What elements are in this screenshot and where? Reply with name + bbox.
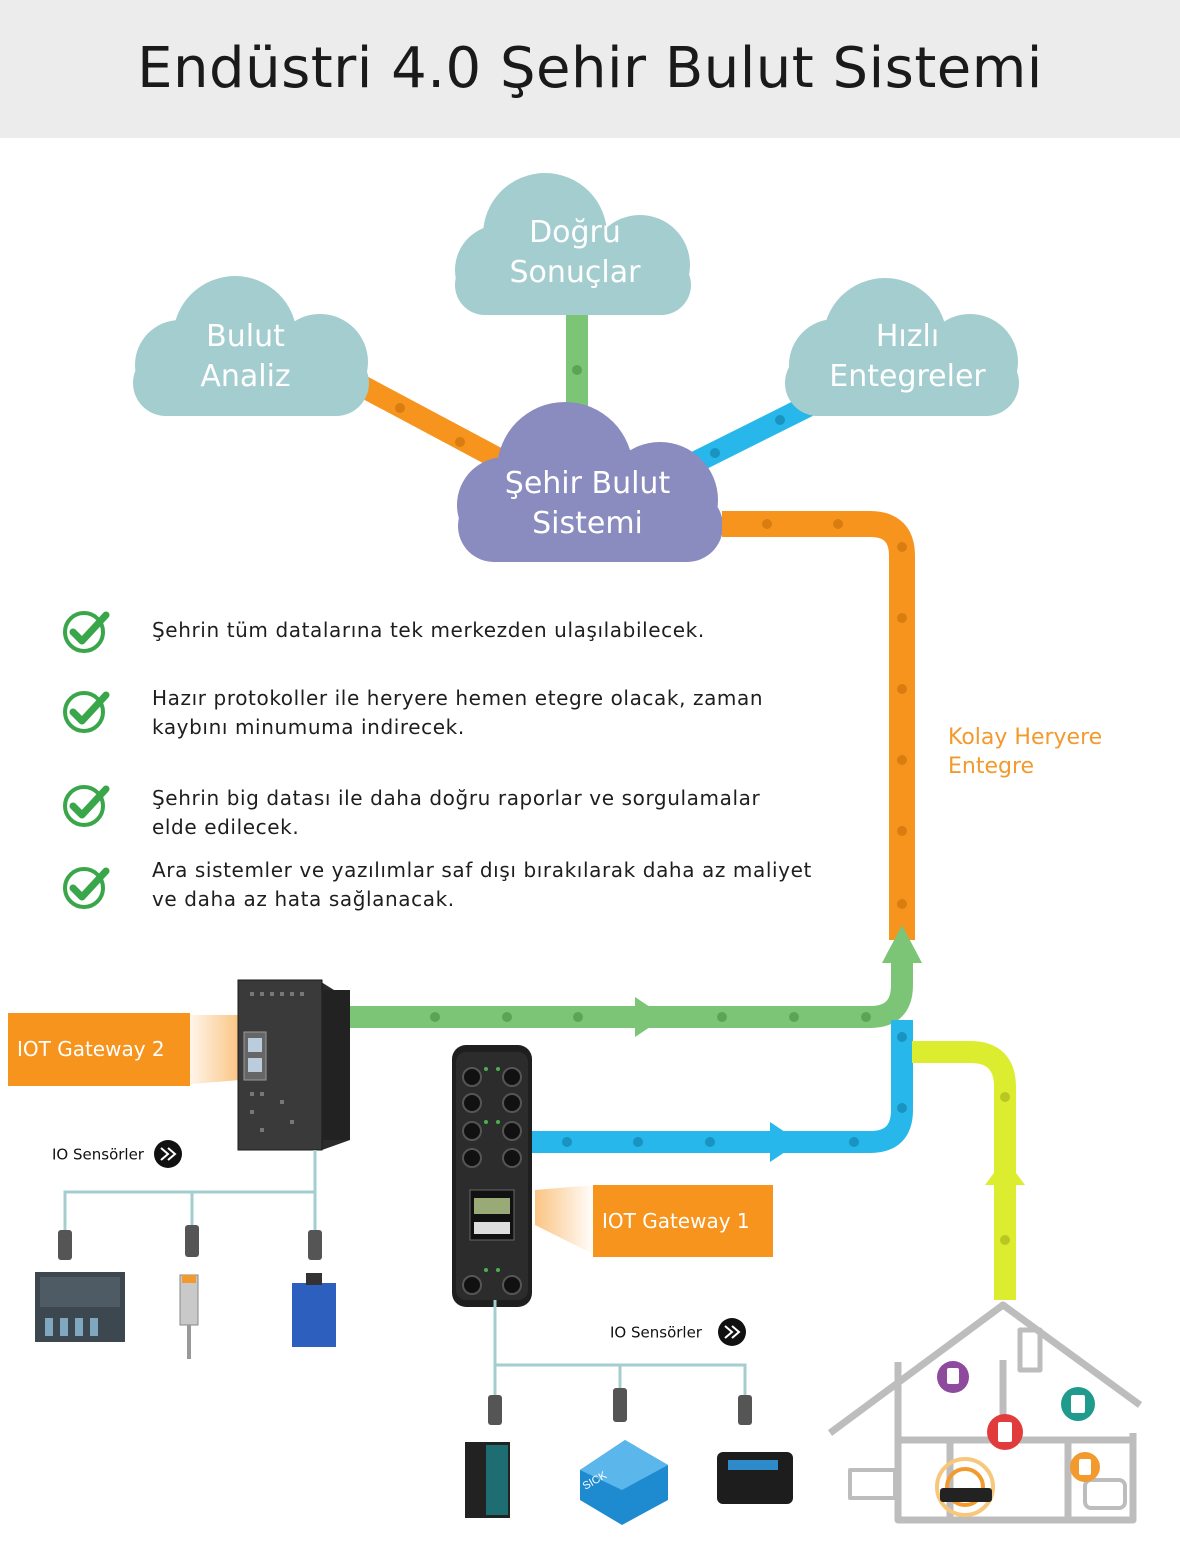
- cloud-analysis-line1: Bulut: [206, 319, 285, 354]
- cloud-analysis-line2: Analiz: [200, 359, 291, 394]
- left-sensor-connectors: [58, 1225, 322, 1260]
- bottom-sensor-wiring: [493, 1300, 747, 1395]
- barcode-reader-device: [465, 1442, 510, 1518]
- gateway-1-label: IOT Gateway 1: [602, 1209, 750, 1233]
- home-device-icons: [935, 1361, 1100, 1517]
- io-sensors-bottom-text: IO Sensörler: [610, 1323, 702, 1342]
- check-icon: [63, 867, 110, 909]
- cloud-fast-integrations: [785, 278, 1019, 416]
- cloud-correct-results-line2: Sonuçlar: [509, 255, 641, 290]
- blue-arrow: [770, 1122, 800, 1162]
- gateway-1-tag: [593, 1185, 773, 1257]
- check-icon: [63, 785, 110, 827]
- integration-label-line1: Kolay Heryere: [948, 725, 1103, 750]
- benefit-text: Şehrin tüm datalarına tek merkezden ulaş…: [152, 618, 705, 642]
- cloud-correct-results-label: Doğru Sonuçlar: [460, 213, 690, 293]
- io-icon-left: [154, 1140, 182, 1168]
- cloud-fast-integrations-line2: Entegreler: [829, 359, 986, 394]
- cloud-correct-results: [455, 173, 691, 315]
- connector-left: [354, 375, 516, 475]
- cloud-city-system-line2: Sistemi: [532, 506, 643, 541]
- io-icon-bottom: [718, 1318, 746, 1346]
- orange-arrow-up: [882, 925, 922, 963]
- relay-module-device: [35, 1272, 125, 1342]
- cloud-city-system-label: Şehir Bulut Sistemi: [460, 464, 715, 544]
- blue-sensor-device: [292, 1273, 336, 1347]
- cloud-cloud-analysis: [133, 276, 369, 416]
- gateway-2-tag: [8, 1013, 190, 1086]
- check-icon: [63, 611, 110, 653]
- green-line: [330, 955, 913, 1028]
- benefit-text: Hazır protokoller ile heryere hemen eteg…: [152, 686, 764, 739]
- left-sensor-wiring: [63, 1150, 317, 1230]
- integration-label: Kolay Heryere Entegre: [948, 723, 1102, 781]
- check-icon: [63, 691, 110, 733]
- cloud-correct-results-line1: Doğru: [529, 215, 621, 250]
- proximity-sensor-device: [179, 1274, 199, 1359]
- lime-arrow-up: [985, 1158, 1025, 1185]
- title-bar: [0, 0, 1180, 138]
- gateway-2-device: [237, 979, 350, 1151]
- cloud-fast-integrations-line1: Hızlı: [875, 319, 940, 354]
- integration-label-line2: Entegre: [948, 754, 1035, 779]
- cloud-fast-integrations-label: Hızlı Entegreler: [795, 317, 1020, 397]
- cloud-city-system-line1: Şehir Bulut: [504, 466, 671, 501]
- io-sensors-left-label: IO Sensörler: [52, 1145, 144, 1164]
- rfid-device: [717, 1452, 793, 1504]
- green-arrow: [635, 997, 665, 1037]
- benefit-text: Şehrin big datası ile daha doğru raporla…: [152, 786, 761, 839]
- sick-sensor-device: [580, 1440, 668, 1525]
- bottom-sensor-connectors: [488, 1388, 752, 1425]
- orange-trunk: [722, 511, 915, 940]
- io-sensors-left-text: IO Sensörler: [52, 1145, 144, 1164]
- io-sensors-bottom-label: IO Sensörler: [610, 1323, 702, 1342]
- gateway-1-device: [452, 1045, 532, 1307]
- smart-home-illustration: [827, 1301, 1143, 1524]
- benefit-text: Ara sistemler ve yazılımlar saf dışı bır…: [152, 858, 812, 911]
- gateway-2-label: IOT Gateway 2: [17, 1037, 165, 1061]
- cloud-analysis-label: Bulut Analiz: [133, 317, 358, 397]
- cloud-city-cloud-system: [457, 402, 723, 562]
- lime-line: [912, 1041, 1016, 1300]
- page-title: Endüstri 4.0 Şehir Bulut Sistemi: [137, 36, 1043, 101]
- blue-line: [530, 1020, 913, 1153]
